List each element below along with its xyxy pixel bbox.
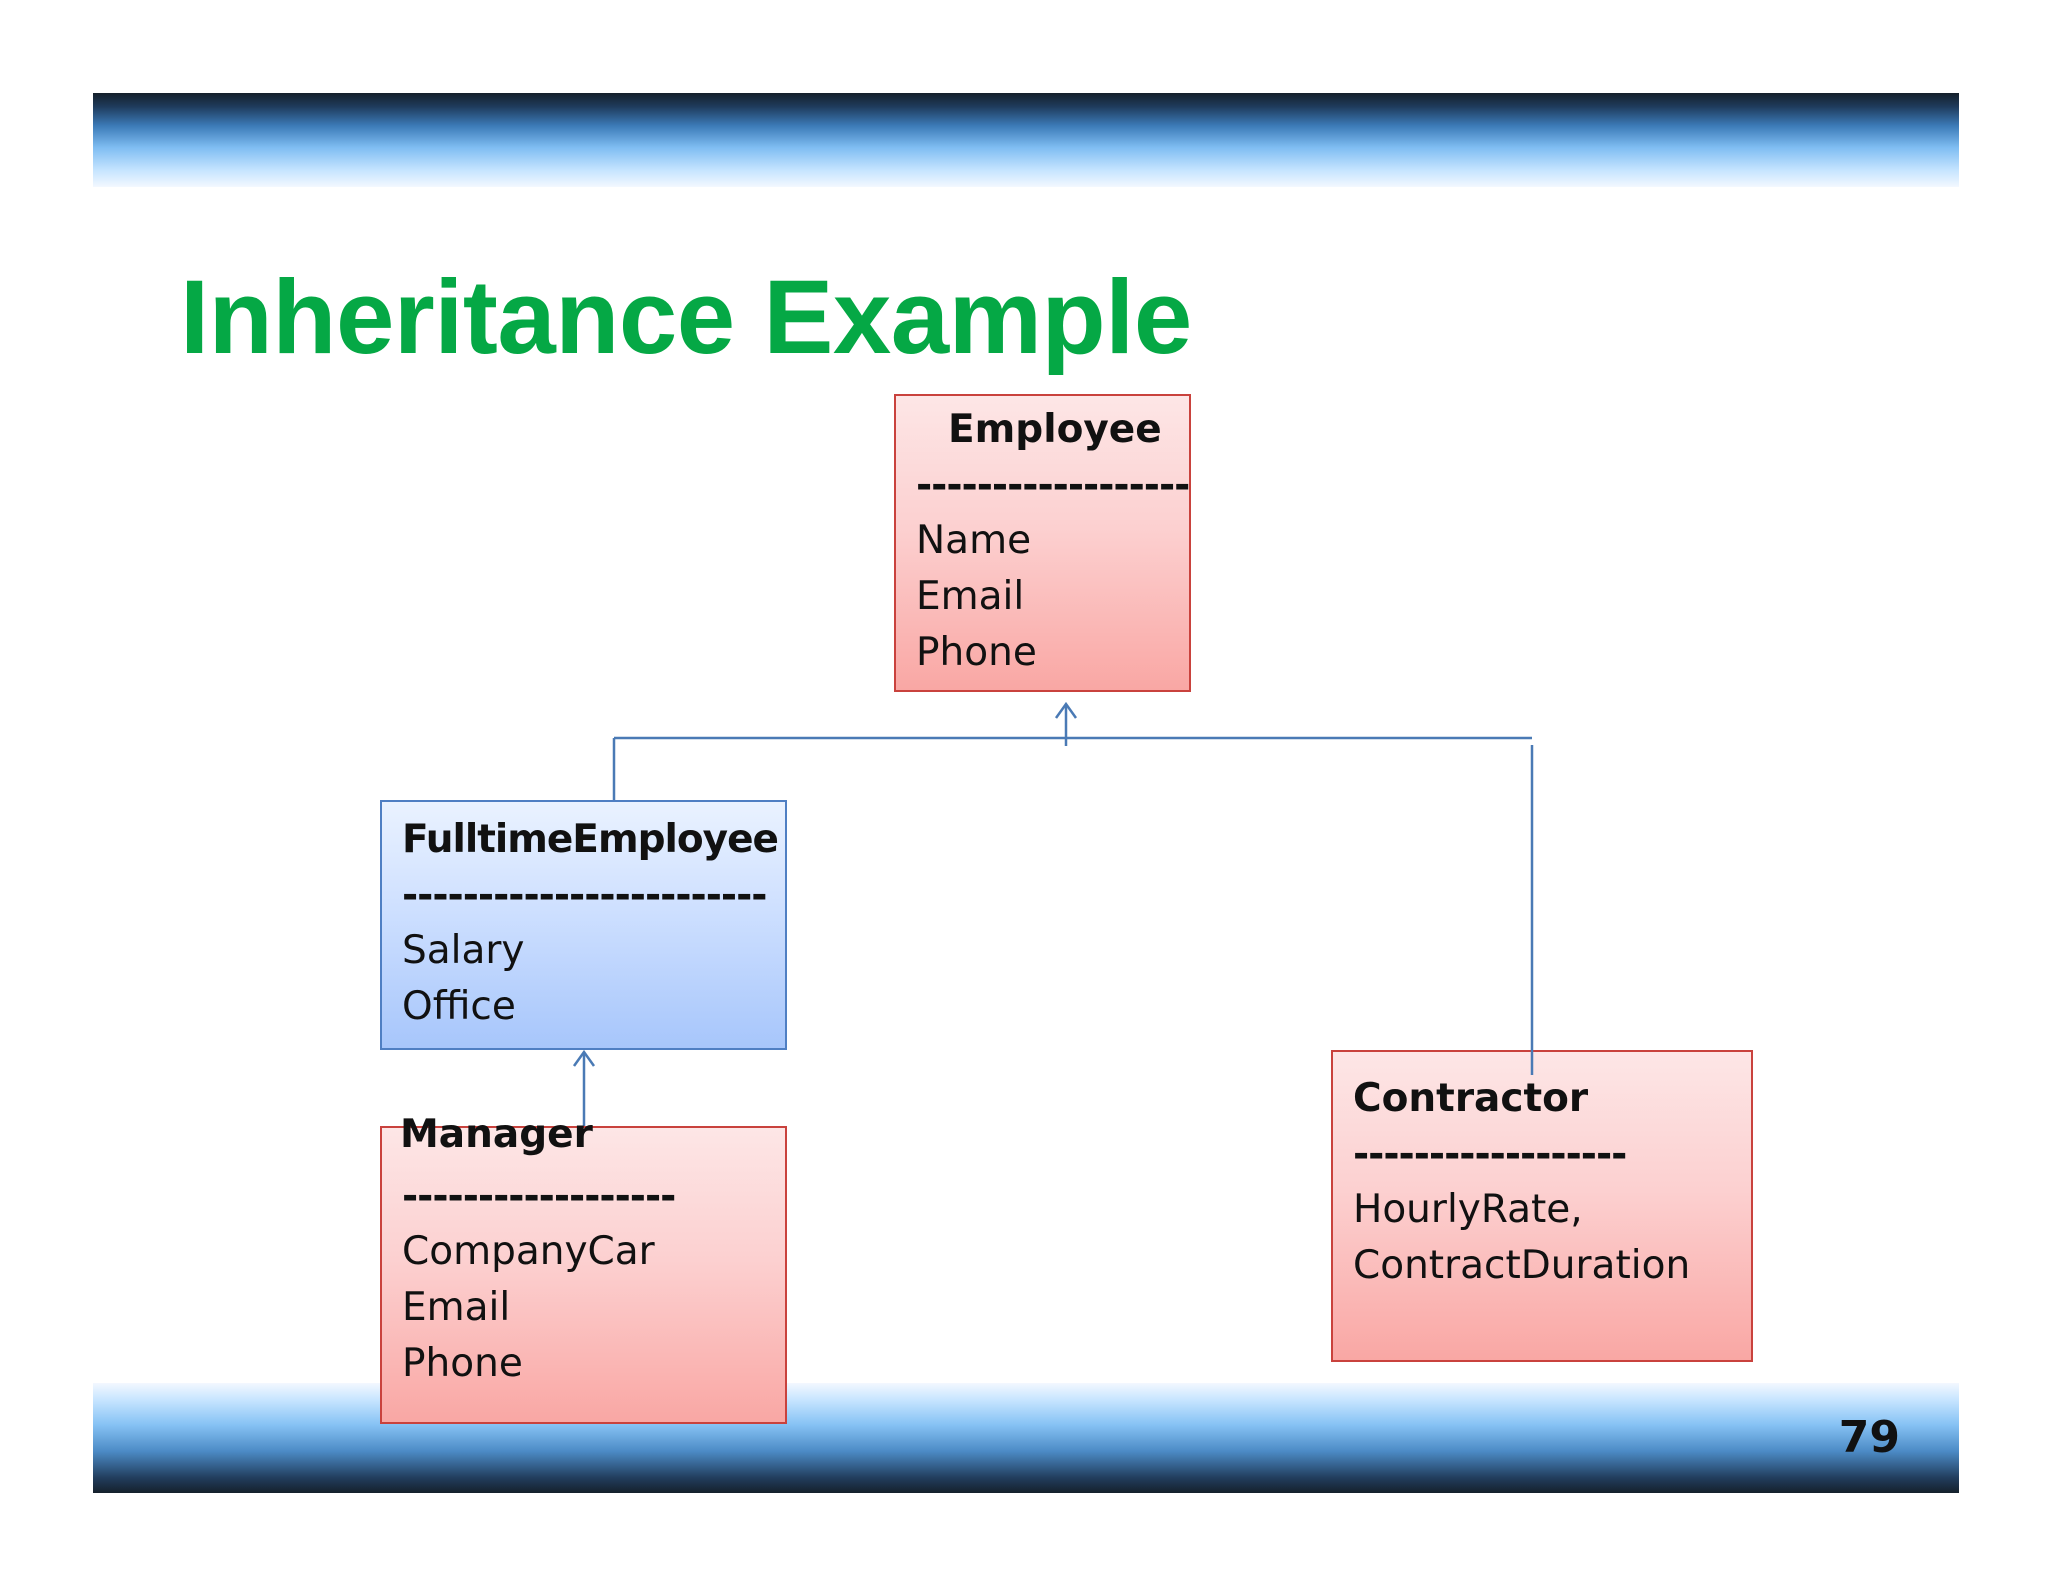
slide-title: Inheritance Example: [180, 259, 1192, 376]
attribute-contractduration: ContractDuration: [1353, 1243, 1691, 1288]
attribute-office: Office: [402, 984, 516, 1029]
bottom-footer-band: [93, 1383, 1959, 1493]
class-box-manager: CompanyCar ------------------ Email Phon…: [380, 1126, 787, 1424]
class-box-contractor: Contractor ------------------ HourlyRate…: [1331, 1050, 1753, 1362]
attribute-salary: Salary: [402, 928, 525, 973]
class-separator: ------------------------: [402, 873, 767, 918]
class-box-employee: Employee ------------------ Name Email P…: [894, 394, 1191, 692]
class-name-manager: Manager: [400, 1112, 593, 1157]
class-separator: ------------------: [1353, 1132, 1627, 1177]
page-number: 79: [1838, 1412, 1900, 1463]
class-box-fulltime-employee: FulltimeEmployee -----------------------…: [380, 800, 787, 1050]
attribute-email: Email: [916, 574, 1025, 619]
attribute-phone: Phone: [916, 630, 1037, 675]
attribute-name: Name: [916, 518, 1032, 563]
attribute-hourlyrate: HourlyRate,: [1353, 1187, 1583, 1232]
attribute-companycar: CompanyCar: [402, 1229, 655, 1274]
class-separator: ------------------: [916, 463, 1190, 508]
class-separator: ------------------: [402, 1174, 676, 1219]
fulltime-arrowhead: [572, 1049, 596, 1067]
class-name-contractor: Contractor: [1353, 1076, 1589, 1121]
top-header-band: [93, 93, 1959, 187]
attribute-email: Email: [402, 1285, 511, 1330]
attribute-phone: Phone: [402, 1341, 523, 1386]
class-name-employee: Employee: [948, 407, 1162, 452]
class-name-manager-wrapper: Manager: [380, 1107, 593, 1163]
class-name-fulltime-employee: FulltimeEmployee: [402, 817, 779, 862]
employee-arrowhead: [1054, 701, 1078, 719]
